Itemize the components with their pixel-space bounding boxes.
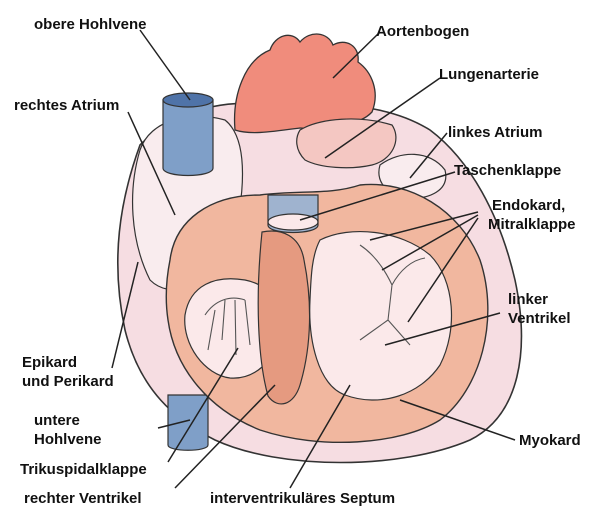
label-left-ventricle-line2: Ventrikel	[508, 310, 571, 327]
label-myocardium: Myokard	[519, 432, 581, 449]
inferior-vena-cava-shape	[168, 395, 208, 450]
label-right-ventricle: rechter Ventrikel	[24, 490, 142, 507]
label-superior-vena-cava: obere Hohlvene	[34, 16, 147, 33]
label-tricuspid-valve: Trikuspidalklappe	[20, 461, 147, 478]
label-left-ventricle-line1: linker	[508, 291, 548, 308]
label-pocket-valve: Taschenklappe	[454, 162, 561, 179]
label-epicardium-line1: Epikard	[22, 354, 77, 371]
superior-vena-cava-shape	[163, 100, 213, 176]
aortic-arch-shape	[235, 34, 376, 133]
leader-superior-vena-cava	[140, 30, 190, 100]
septum-shape	[258, 231, 309, 404]
label-endocardium-line2: Mitralklappe	[488, 216, 576, 233]
left-ventricle-cavity	[310, 232, 452, 400]
label-septum: interventrikuläres Septum	[210, 490, 395, 507]
superior-vena-cava-opening	[163, 93, 213, 107]
label-inferior-vena-cava-line2: Hohlvene	[34, 431, 102, 448]
label-epicardium-line2: und Perikard	[22, 373, 114, 390]
label-pulmonary-artery: Lungenarterie	[439, 66, 539, 83]
label-endocardium-line1: Endokard,	[492, 197, 565, 214]
label-aortic-arch: Aortenbogen	[376, 23, 469, 40]
label-right-atrium: rechtes Atrium	[14, 97, 119, 114]
label-inferior-vena-cava-line1: untere	[34, 412, 80, 429]
label-left-atrium: linkes Atrium	[448, 124, 542, 141]
